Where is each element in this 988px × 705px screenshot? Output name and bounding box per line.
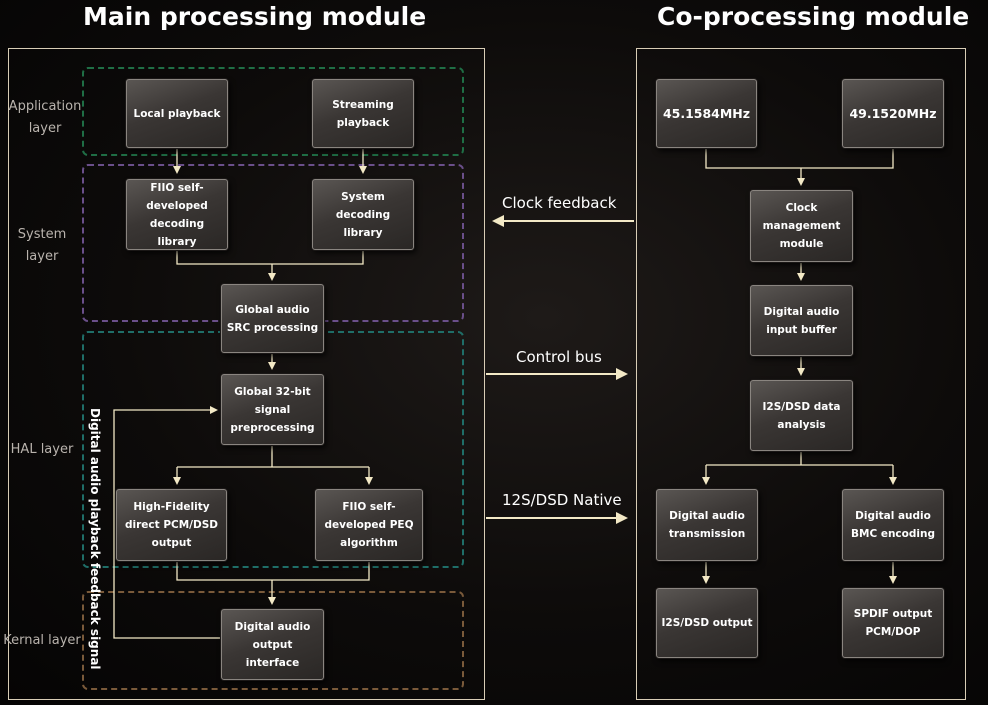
- streaming-playback-node: Streaming playback: [312, 79, 414, 148]
- hifi-direct-output-node: High-Fidelity direct PCM/DSD output: [116, 489, 227, 561]
- co-module-title: Co-processing module: [657, 2, 970, 31]
- control-bus-label: Control bus: [516, 348, 602, 366]
- fiio-decoding-library-node: FIIO self-developed decoding library: [126, 179, 228, 250]
- kernal-layer-label: Kernal layer: [3, 633, 81, 648]
- co-module-frame: [636, 48, 966, 700]
- application-layer-label: Application layer: [8, 99, 82, 136]
- i2s-native-label: 12S/DSD Native: [502, 491, 622, 509]
- data-analysis-node: I2S/DSD data analysis: [750, 380, 853, 451]
- main-module-title: Main processing module: [83, 2, 427, 31]
- main-module-frame: [8, 48, 485, 700]
- bmc-encoding-node: Digital audio BMC encoding: [842, 489, 944, 561]
- local-playback-node: Local playback: [126, 79, 228, 148]
- i2s-dsd-output-node: I2S/DSD output: [656, 588, 758, 658]
- clock-49-node: 49.1520MHz: [842, 79, 944, 148]
- digital-output-interface-node: Digital audio output interface: [221, 609, 324, 680]
- clock-management-node: Clock management module: [750, 190, 853, 262]
- spdif-output-node: SPDIF output PCM/DOP: [842, 588, 944, 658]
- digital-transmission-node: Digital audio transmission: [656, 489, 758, 561]
- application-layer-region: [82, 67, 464, 156]
- clock-feedback-label: Clock feedback: [502, 194, 617, 212]
- system-layer-label: System layer: [17, 227, 67, 264]
- feedback-signal-label: Digital audio playback feedback signal: [88, 408, 102, 670]
- global-32bit-preprocessing-node: Global 32-bit signal preprocessing: [221, 374, 324, 445]
- global-src-processing-node: Global audio SRC processing: [221, 284, 324, 353]
- hal-layer-label: HAL layer: [10, 442, 74, 457]
- system-decoding-library-node: System decoding library: [312, 179, 414, 250]
- fiio-peq-algorithm-node: FIIO self-developed PEQ algorithm: [315, 489, 423, 561]
- kernal-layer-region: [82, 591, 464, 690]
- input-buffer-node: Digital audio input buffer: [750, 285, 853, 356]
- clock-45-node: 45.1584MHz: [656, 79, 757, 148]
